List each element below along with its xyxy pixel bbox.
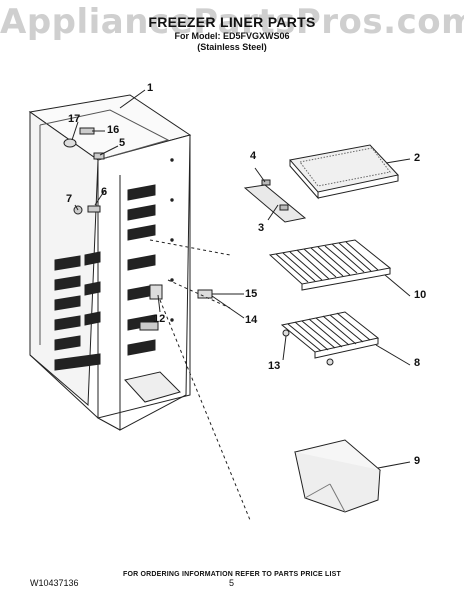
- callout-1: 1: [147, 82, 154, 94]
- callout-15: 15: [245, 288, 258, 300]
- page-title: FREEZER LINER PARTS: [148, 14, 316, 30]
- callout-12: 12: [153, 313, 166, 325]
- ordering-info: FOR ORDERING INFORMATION REFER TO PARTS …: [122, 571, 342, 578]
- freezer-bin: [293, 439, 382, 513]
- callout-6: 6: [101, 186, 108, 198]
- document-number: W10437136: [30, 578, 79, 588]
- callout-7: 7: [66, 193, 73, 205]
- callout-13: 13: [268, 360, 281, 372]
- finish-line: (Stainless Steel): [197, 42, 267, 52]
- callout-16: 16: [107, 124, 120, 136]
- callout-9: 9: [414, 455, 421, 467]
- wire-shelf-lower: [280, 311, 380, 366]
- callout-5: 5: [119, 137, 126, 149]
- shelf-clip: [197, 289, 220, 299]
- wire-shelf-upper: [268, 239, 392, 291]
- watermark: AppliancePartsPros.com: [0, 2, 464, 42]
- callout-4: 4: [250, 150, 257, 162]
- callout-17: 17: [68, 113, 81, 125]
- glass-shelf: [289, 144, 399, 200]
- callout-3: 3: [258, 222, 265, 234]
- callout-10: 10: [414, 289, 427, 301]
- callout-8: 8: [414, 357, 421, 369]
- callout-2: 2: [414, 152, 421, 164]
- shelf-frame: [243, 179, 307, 223]
- callout-14: 14: [245, 314, 258, 326]
- freezer-liner: [28, 94, 192, 431]
- page-number: 5: [229, 578, 235, 588]
- model-line: For Model: ED5FVGXWS06: [174, 31, 290, 41]
